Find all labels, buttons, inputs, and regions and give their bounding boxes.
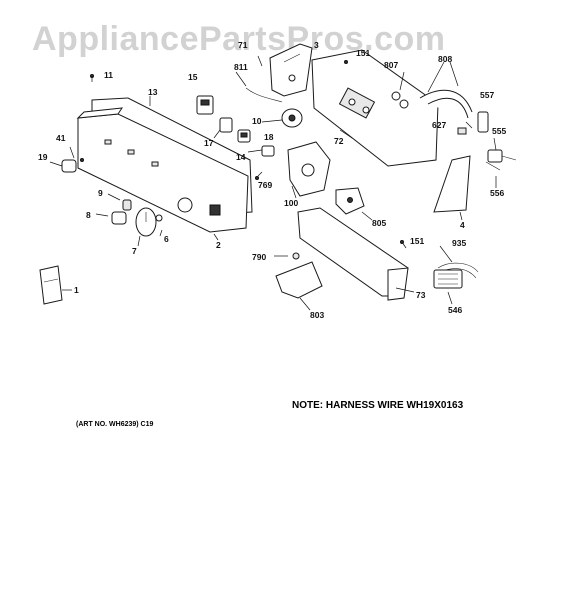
part-556-wire bbox=[485, 161, 501, 171]
part-546-connector bbox=[433, 269, 463, 289]
callout-557: 557 bbox=[480, 90, 494, 100]
callout-labels: 11 13 15 71 3 811 151 807 808 557 41 19 … bbox=[38, 40, 506, 320]
art-number: (ART NO. WH6239) C19 bbox=[76, 421, 154, 428]
part-803-cover bbox=[275, 261, 323, 299]
harness-note: NOTE: HARNESS WIRE WH19X0163 bbox=[292, 400, 464, 411]
callout-73: 73 bbox=[416, 290, 426, 300]
callout-556: 556 bbox=[490, 188, 504, 198]
callout-13: 13 bbox=[148, 87, 158, 97]
part-9-clip bbox=[122, 199, 132, 211]
part-151-screw-upper bbox=[344, 60, 348, 64]
part-807-washer bbox=[391, 91, 409, 109]
part-18-switch bbox=[237, 129, 251, 143]
callout-71: 71 bbox=[238, 40, 248, 50]
callout-546: 546 bbox=[448, 305, 462, 315]
callout-100: 100 bbox=[284, 198, 298, 208]
callout-6: 6 bbox=[164, 234, 169, 244]
callout-11: 11 bbox=[104, 70, 113, 80]
part-73-lower-bracket bbox=[297, 207, 409, 301]
callout-151-upper: 151 bbox=[356, 48, 370, 58]
part-557-valve bbox=[477, 111, 489, 133]
part-811-wire bbox=[245, 87, 283, 103]
part-2-control-panel bbox=[76, 107, 249, 233]
callout-14: 14 bbox=[236, 152, 246, 162]
part-71-screw bbox=[257, 55, 263, 67]
part-14-switch bbox=[261, 145, 275, 157]
watermark-text: AppliancePartsPros.com bbox=[32, 20, 445, 58]
callout-9: 9 bbox=[98, 188, 103, 198]
callout-935: 935 bbox=[452, 238, 466, 248]
leader-lines bbox=[49, 61, 497, 311]
callout-3: 3 bbox=[314, 40, 319, 50]
callout-803: 803 bbox=[310, 310, 324, 320]
part-4-side-bracket bbox=[433, 155, 471, 213]
part-15-switch bbox=[196, 95, 214, 115]
part-10-timer bbox=[281, 108, 303, 128]
callout-19: 19 bbox=[38, 152, 48, 162]
callout-807: 807 bbox=[384, 60, 398, 70]
callout-15: 15 bbox=[188, 72, 198, 82]
part-6-spring bbox=[155, 214, 163, 222]
part-1-manual bbox=[39, 265, 63, 305]
part-72-rear-panel bbox=[311, 49, 439, 167]
part-769-screw bbox=[255, 171, 263, 180]
part-790-screw bbox=[292, 252, 300, 260]
part-7-dial bbox=[135, 207, 157, 237]
callout-10: 10 bbox=[252, 116, 262, 126]
part-3-bracket bbox=[269, 43, 313, 97]
callout-4: 4 bbox=[460, 220, 465, 230]
callout-72: 72 bbox=[334, 136, 344, 146]
callout-18: 18 bbox=[264, 132, 274, 142]
part-11-screw bbox=[90, 74, 94, 82]
callout-805: 805 bbox=[372, 218, 386, 228]
callout-41: 41 bbox=[56, 133, 66, 143]
callout-627: 627 bbox=[432, 120, 446, 130]
part-8-knob bbox=[111, 211, 127, 225]
callout-2: 2 bbox=[216, 240, 221, 250]
part-808-hoses bbox=[419, 89, 473, 119]
part-555-sensor bbox=[487, 149, 517, 163]
part-805-valve bbox=[335, 187, 365, 215]
callout-1: 1 bbox=[74, 285, 79, 295]
part-627-clip bbox=[457, 127, 467, 135]
callout-8: 8 bbox=[86, 210, 91, 220]
callout-790: 790 bbox=[252, 252, 266, 262]
callout-7: 7 bbox=[132, 246, 137, 256]
callout-555: 555 bbox=[492, 126, 506, 136]
callout-151-lower: 151 bbox=[410, 236, 424, 246]
part-151-screw-lower bbox=[400, 240, 407, 249]
callout-769: 769 bbox=[258, 180, 272, 190]
part-17-switch bbox=[219, 117, 233, 133]
callout-811: 811 bbox=[234, 62, 248, 72]
callout-808: 808 bbox=[438, 54, 452, 64]
part-100-housing bbox=[287, 141, 331, 197]
callout-17: 17 bbox=[204, 138, 214, 148]
